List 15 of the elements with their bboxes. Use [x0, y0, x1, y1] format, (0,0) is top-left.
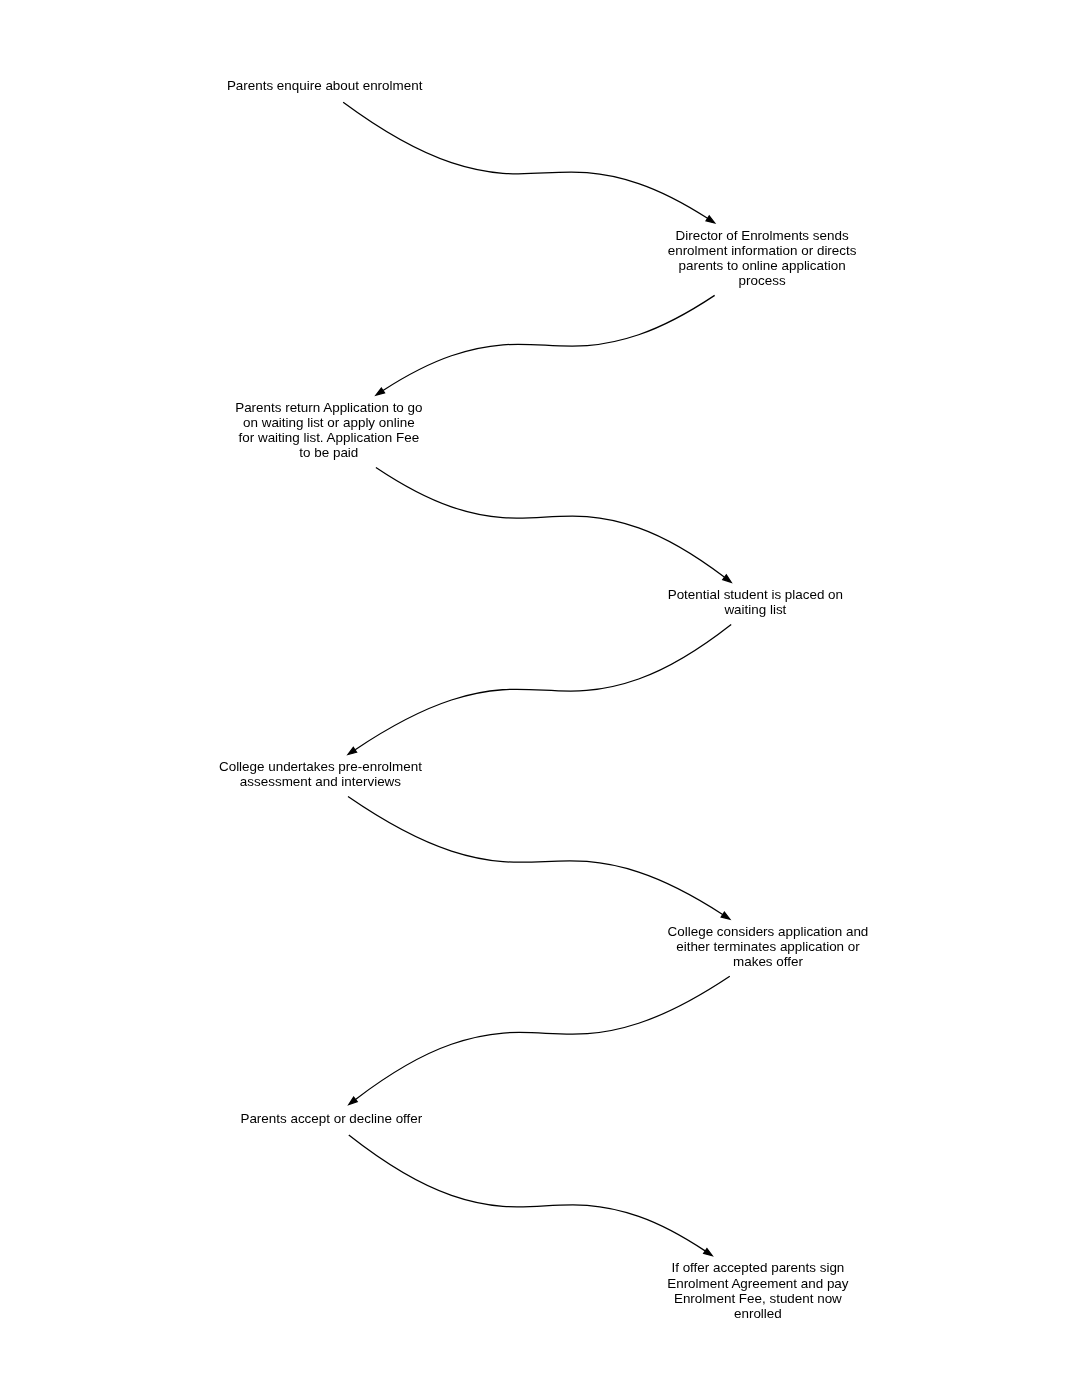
arrow: [375, 466, 733, 584]
node-text: Director of Enrolments sends enrolment information or directs parents to online application process: [667, 227, 857, 289]
node-text: If offer accepted parents sign Enrolment Agreement and pay Enrolment Fee, student now enrolled: [667, 1260, 849, 1321]
arrow: [346, 623, 732, 756]
node-text: Potential student is placed on waiting list: [667, 587, 844, 618]
arrow: [348, 1134, 714, 1257]
node-text: College considers application and either terminates application or makes offer: [667, 923, 869, 969]
node-text: College undertakes pre-enrolment assessment and interviews: [218, 759, 422, 790]
node-text: Parents accept or decline offer: [240, 1111, 423, 1126]
arrow: [347, 795, 732, 921]
arrow: [374, 294, 716, 397]
node-text: Parents enquire about enrolment: [226, 78, 423, 94]
arrow: [342, 101, 717, 225]
arrow: [347, 975, 731, 1106]
node-text: Parents return Application to go on waiting list or apply online for waiting list. Application Fee to be paid: [235, 399, 423, 461]
